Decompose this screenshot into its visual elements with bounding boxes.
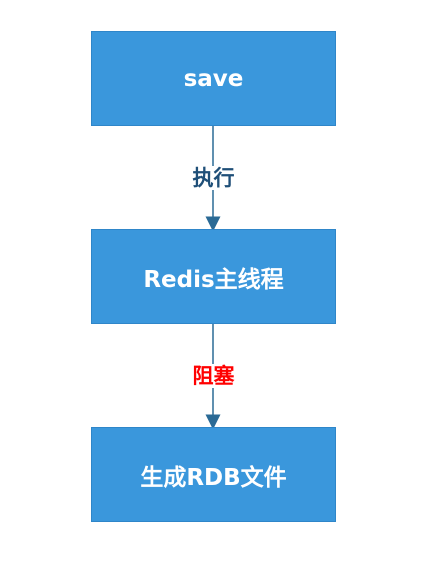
node-save: save xyxy=(91,31,336,126)
edge-label-block-text: 阻塞 xyxy=(188,364,239,388)
node-redis-main-thread: Redis主线程 xyxy=(91,229,336,324)
node-generate-rdb-file: 生成RDB文件 xyxy=(91,427,336,522)
node-generate-rdb-file-label: 生成RDB文件 xyxy=(140,464,287,491)
edge-label-block: 阻塞 xyxy=(0,360,427,390)
node-save-label: save xyxy=(183,65,244,92)
edge-label-execute-text: 执行 xyxy=(188,166,239,190)
node-redis-main-thread-label: Redis主线程 xyxy=(143,266,284,293)
edge-label-execute: 执行 xyxy=(0,162,427,192)
